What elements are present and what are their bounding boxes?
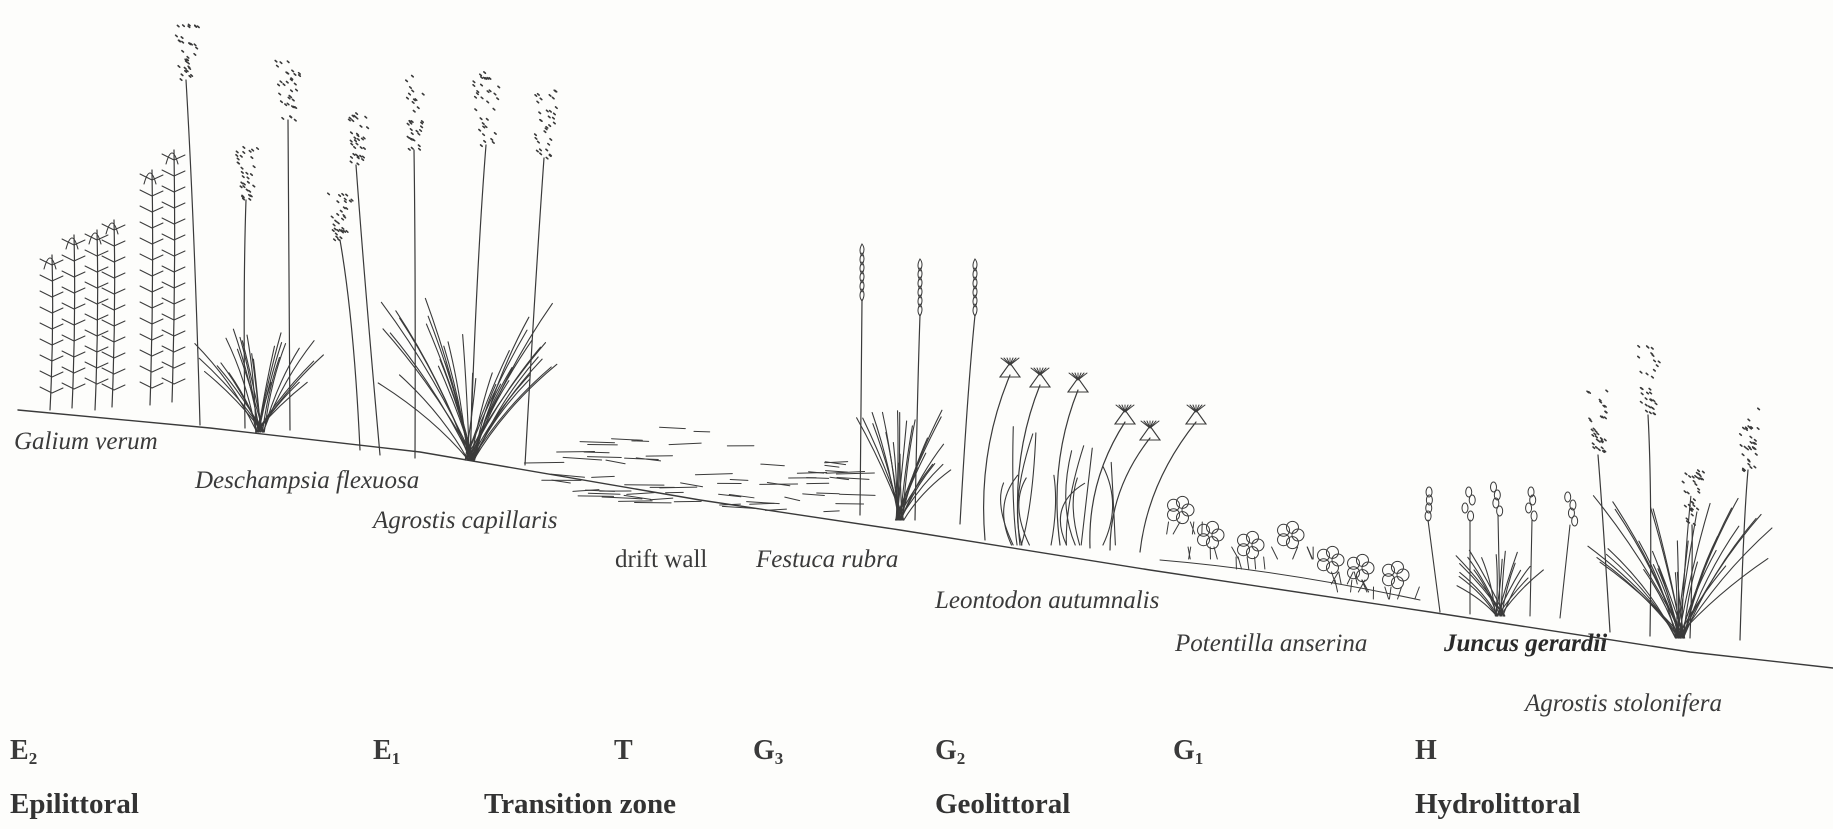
- label-juncus-gerardii: Juncus gerardii: [1444, 630, 1607, 658]
- zone-name-transition: Transition zone: [484, 788, 676, 821]
- zone-code-g3: G3: [753, 735, 783, 769]
- label-leontodon-autumnalis: Leontodon autumnalis: [935, 587, 1159, 615]
- zone-code-g1: G1: [1173, 735, 1203, 769]
- zone-code-h: H: [1415, 735, 1437, 769]
- plant-galium-verum: [40, 150, 185, 410]
- drift-wall-heap: [524, 427, 875, 511]
- plant-potentilla-anserina: [1160, 496, 1420, 600]
- zone-name-epilittoral: Epilittoral: [10, 788, 139, 821]
- plant-agrostis-capillaris: [328, 72, 557, 465]
- zone-code-t: T: [614, 735, 633, 769]
- zone-code-g2: G2: [935, 735, 965, 769]
- label-drift-wall: drift wall: [615, 546, 707, 574]
- plant-juncus-gerardii: [1425, 482, 1578, 618]
- zone-name-geolittoral: Geolittoral: [935, 788, 1070, 821]
- plant-festuca-rubra: [857, 244, 977, 524]
- plants-layer: [40, 24, 1772, 640]
- zone-code-e2: E2: [10, 735, 37, 769]
- label-potentilla-anserina: Potentilla anserina: [1175, 630, 1367, 658]
- zone-code-e1: E1: [373, 735, 400, 769]
- label-agrostis-stolonifera: Agrostis stolonifera: [1525, 690, 1722, 718]
- label-galium-verum: Galium verum: [14, 428, 158, 456]
- plant-leontodon-autumnalis: [984, 358, 1206, 552]
- label-deschampsia-flexuosa: Deschampsia flexuosa: [195, 467, 419, 495]
- zone-name-hydrolittoral: Hydrolittoral: [1415, 788, 1580, 821]
- label-festuca-rubra: Festuca rubra: [756, 546, 898, 574]
- plant-deschampsia-flexuosa: [176, 24, 324, 432]
- plant-agrostis-stolonifera: [1587, 346, 1772, 640]
- label-agrostis-capillaris: Agrostis capillaris: [373, 507, 558, 535]
